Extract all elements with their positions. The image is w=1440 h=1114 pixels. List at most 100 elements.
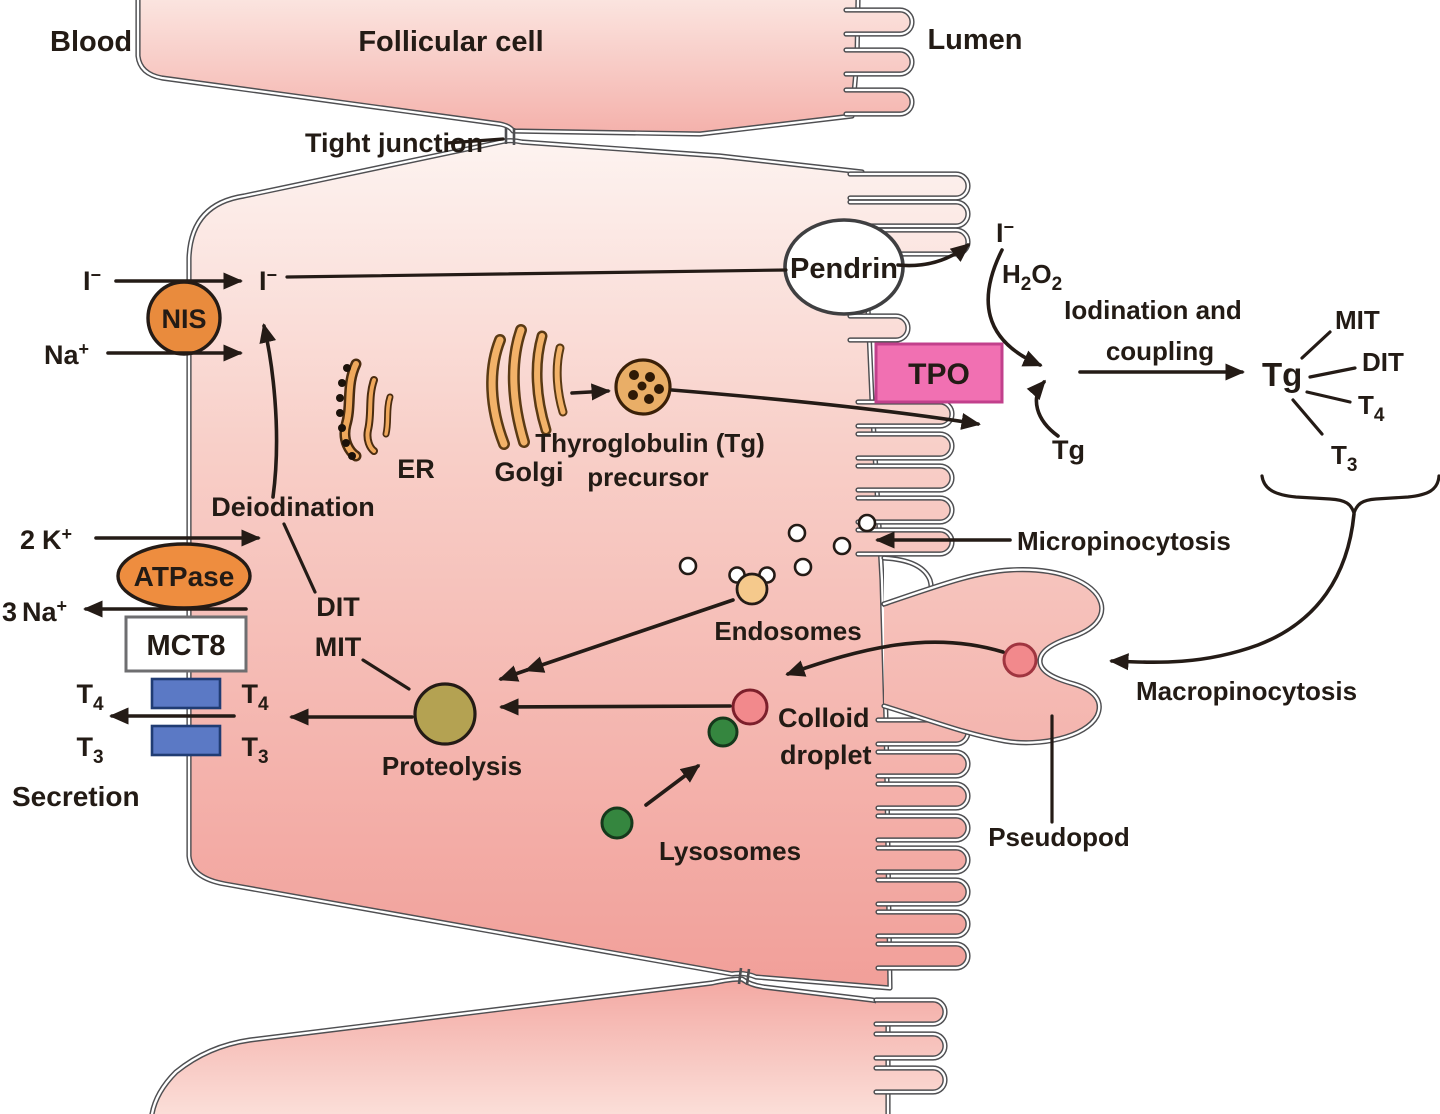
arrow-colloid-to-proteolysis: [499, 698, 732, 716]
colloid-droplet: [731, 688, 769, 726]
lumen-label: Lumen: [927, 24, 1022, 56]
microvilli-apical-lower: [875, 717, 971, 971]
line-iodide-to-pendrin: [285, 268, 788, 279]
dit-cell-label: DIT: [316, 592, 360, 622]
follicular-cell-label: Follicular cell: [358, 26, 543, 58]
pseudopod-label: Pseudopod: [988, 822, 1130, 852]
t3-channel: [150, 724, 222, 757]
endosome-body: [735, 572, 769, 606]
microvillus: [876, 1034, 945, 1058]
tight-junction-label: Tight junction: [305, 128, 483, 158]
er: [336, 358, 394, 462]
blood-label: Blood: [50, 26, 132, 58]
microvillus: [876, 1000, 945, 1024]
arrow-macropinocytosis: [1109, 512, 1356, 671]
main-cell-body: [189, 140, 890, 988]
microvillus: [850, 316, 908, 340]
iodide-blood-label: I−: [83, 265, 101, 296]
pendrin-label: Pendrin: [790, 253, 898, 285]
arrow-h2o2-to-tpo: [986, 248, 1043, 367]
microvillus: [878, 752, 968, 776]
endosome: [678, 513, 877, 606]
t3-branch-label: T3: [1331, 440, 1357, 476]
arrows: [83, 137, 1440, 824]
tpo-enzyme: [874, 342, 1004, 404]
leader-tight-junction: [445, 137, 505, 145]
main-follicular-cell: [186, 128, 1105, 991]
proteolysis-label: Proteolysis: [382, 751, 522, 781]
colloid-label-1: Colloid: [778, 703, 869, 733]
microvillus: [878, 848, 968, 872]
brace-hormones: [1260, 474, 1440, 519]
tg-precursor-label-1: Thyroglobulin (Tg): [535, 428, 765, 458]
tg-product-label: Tg: [1262, 356, 1302, 393]
microvillus: [858, 530, 952, 554]
dit-branch-label: DIT: [1362, 347, 1404, 377]
arrow-lysosome-fusion: [644, 764, 701, 807]
pseudopod: [881, 567, 1105, 746]
t4-outside-label: T4: [76, 679, 104, 715]
arrow-golgi-to-vesicle: [570, 383, 611, 401]
line-mit-to-proteolysis: [361, 658, 411, 691]
h2o2-label: H2O2: [1002, 259, 1062, 295]
tg-lumen-label: Tg: [1052, 435, 1085, 465]
t4-channel: [150, 677, 222, 710]
microvillus: [846, 50, 912, 74]
tg-precursor-label-2: precursor: [587, 462, 708, 492]
er-label: ER: [397, 454, 435, 484]
arrow-deiodination-recycle: [259, 323, 279, 499]
iodide-lumen-label: I−: [996, 217, 1014, 248]
arrow-endosome-to-proteolysis-2: [498, 665, 529, 682]
microvillus: [850, 174, 968, 198]
microvillus: [858, 498, 952, 522]
membrane-proteins: [116, 218, 1004, 757]
sodium-label: Na+: [44, 339, 89, 370]
iodide-cell-label: I−: [259, 265, 277, 296]
top-cell-body: [138, 0, 858, 134]
nis-label: NIS: [161, 304, 206, 334]
t3-inside-label: T3: [241, 732, 268, 768]
top-cell: [135, 0, 915, 137]
organelles: [336, 324, 877, 840]
arrow-pendrin-efflux: [896, 243, 971, 268]
tg-branch-lines: [1291, 330, 1357, 436]
labels: Blood Follicular cell Lumen Tight juncti…: [2, 24, 1404, 866]
golgi-label: Golgi: [495, 457, 564, 487]
microvillus: [846, 90, 912, 114]
microvillus: [878, 784, 968, 808]
mct8-label: MCT8: [147, 630, 226, 662]
microvillus: [876, 1068, 945, 1092]
ribosome-dots: [336, 364, 356, 460]
t4-inside-label: T4: [241, 679, 269, 715]
mit-cell-label: MIT: [315, 632, 362, 662]
microvillus: [858, 466, 952, 490]
microvilli-bottom-cell: [873, 997, 948, 1095]
mit-branch-label: MIT: [1335, 305, 1380, 335]
microvillus: [878, 880, 968, 904]
pseudopod-body: [884, 569, 1102, 743]
microvillus: [850, 202, 968, 226]
lysosome-fused: [707, 716, 739, 748]
microvilli-apical-mid: [855, 399, 955, 557]
colloid-label-2: droplet: [780, 740, 872, 770]
atpase-label: ATPase: [134, 561, 235, 592]
microvillus: [878, 912, 968, 936]
bottom-cell: [149, 976, 948, 1114]
tpo-label: TPO: [908, 358, 970, 391]
engulfed-colloid: [1002, 642, 1038, 678]
iodination-label-2: coupling: [1106, 336, 1214, 366]
microvillus: [858, 434, 952, 458]
arrow-endosome-to-proteolysis-1: [524, 598, 735, 673]
free-vesicles: [678, 513, 877, 577]
macropinocytosis-label: Macropinocytosis: [1136, 676, 1357, 706]
endosomes-label: Endosomes: [714, 616, 861, 646]
iodination-label-1: Iodination and: [1064, 295, 1242, 325]
arrow-pseudopod-to-colloid: [785, 640, 1005, 677]
t4-branch-label: T4: [1358, 390, 1385, 426]
microvillus: [878, 944, 968, 968]
t3-outside-label: T3: [76, 732, 103, 768]
lysosome: [600, 806, 634, 840]
